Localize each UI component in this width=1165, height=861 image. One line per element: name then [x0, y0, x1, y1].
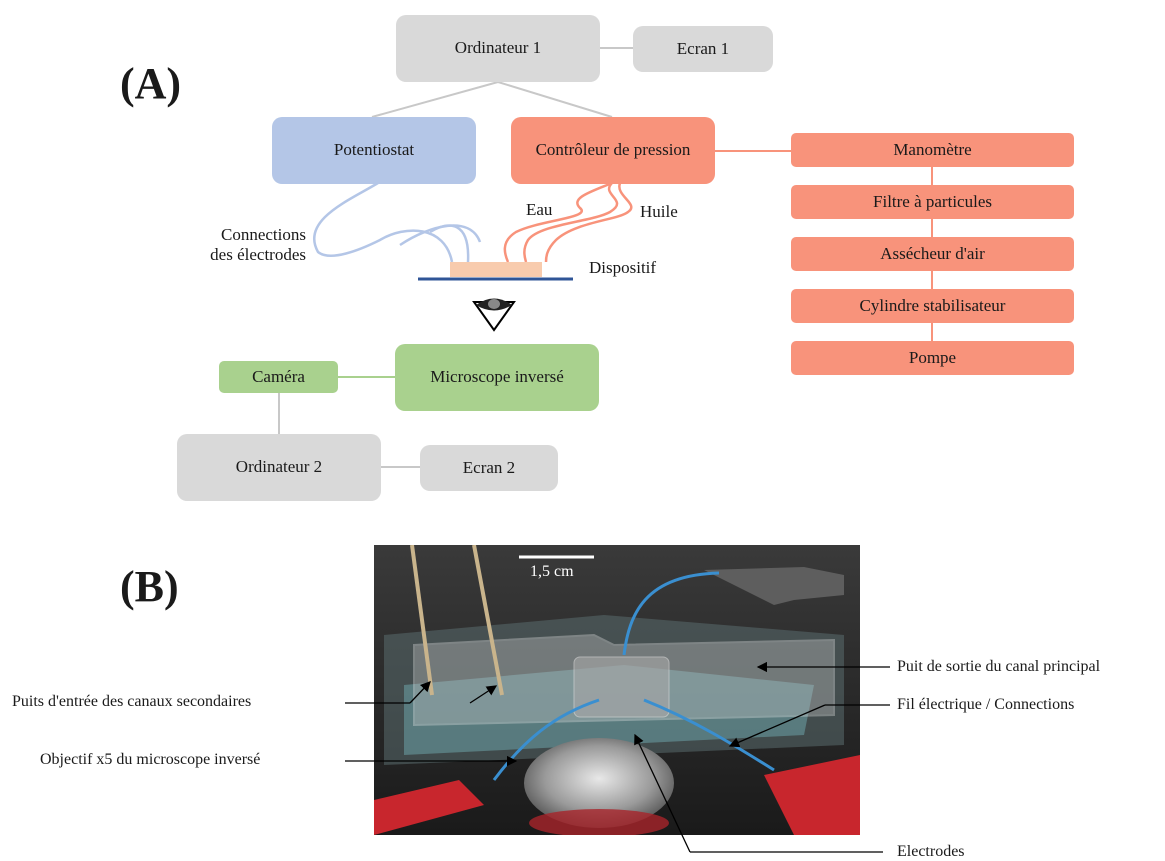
chain-cylindre: Cylindre stabilisateur [791, 289, 1074, 323]
annotation-puit-sortie: Puit de sortie du canal principal [897, 658, 1101, 675]
eau-label: Eau [526, 200, 553, 219]
controleur-pression-box: Contrôleur de pression [511, 117, 715, 184]
eye-icon [472, 298, 516, 332]
ordinateur-1-box: Ordinateur 1 [396, 15, 600, 82]
dispositif-label: Dispositif [589, 258, 657, 277]
device-chip [450, 262, 542, 277]
chain-pompe: Pompe [791, 341, 1074, 375]
panel-b-label: (B) [120, 562, 179, 611]
scale-bar-label: 1,5 cm [530, 563, 574, 580]
ordinateur-2-box: Ordinateur 2 [177, 434, 381, 501]
panel-a-connectors [278, 47, 933, 468]
device-photo: 1,5 cm [374, 545, 860, 835]
ecran-1-box: Ecran 1 [633, 26, 773, 72]
huile-label: Huile [640, 202, 678, 221]
annotation-fil-electrique: Fil électrique / Connections [897, 696, 1075, 713]
annotation-objectif: Objectif x5 du microscope inversé [40, 751, 261, 768]
chain-filtre: Filtre à particules [791, 185, 1074, 219]
chain-assecheur: Assécheur d'air [791, 237, 1074, 271]
annotation-electrodes: Electrodes [897, 843, 965, 860]
microscope-box: Microscope inversé [395, 344, 599, 411]
device-photo-illustration [374, 545, 860, 835]
annotation-puits-entree: Puits d'entrée des canaux secondaires [12, 693, 252, 710]
connections-label: Connections des électrodes [210, 225, 306, 265]
panel-a-label: (A) [120, 59, 182, 108]
camera-box: Caméra [219, 361, 338, 393]
chain-manometre: Manomètre [791, 133, 1074, 167]
potentiostat-box: Potentiostat [272, 117, 476, 184]
ecran-2-box: Ecran 2 [420, 445, 558, 491]
